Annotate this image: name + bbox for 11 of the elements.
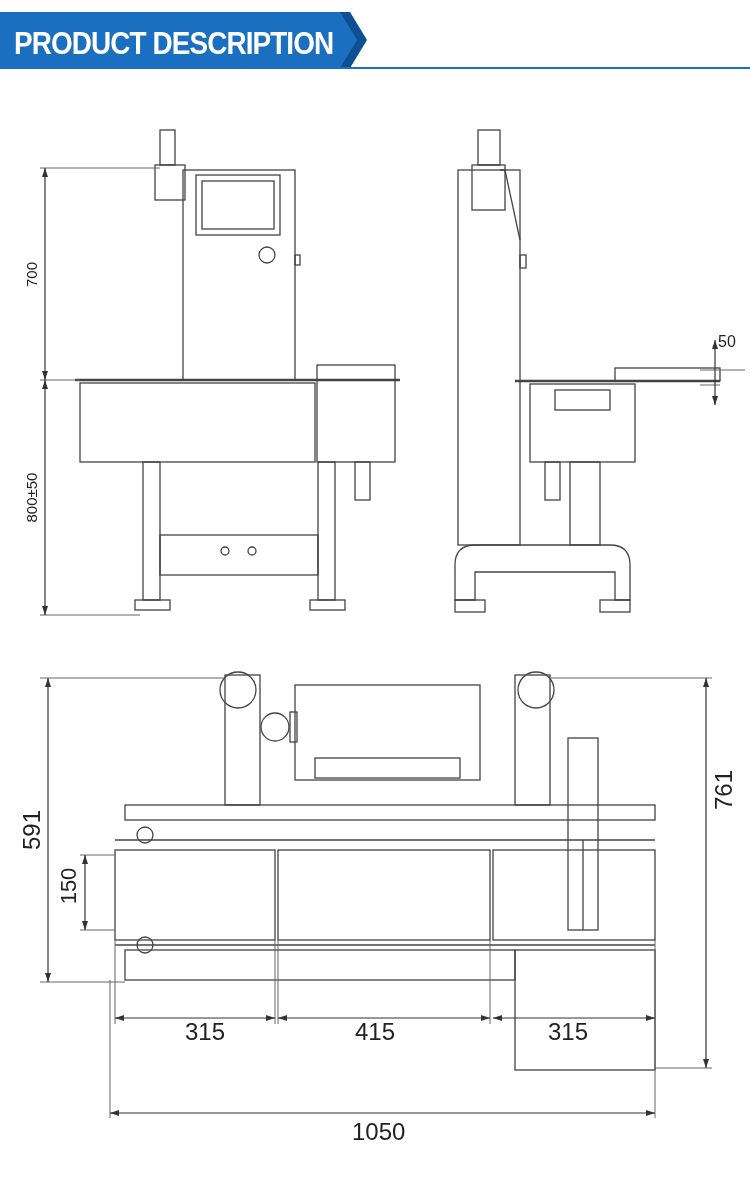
dimension-text: 700 bbox=[24, 261, 39, 287]
dimension-text: 315 bbox=[548, 1020, 589, 1044]
dimension-text: 315 bbox=[185, 1020, 226, 1044]
dimension-text: 761 bbox=[712, 770, 736, 810]
page-title: PRODUCT DESCRIPTION bbox=[14, 28, 334, 59]
dimension-text: 415 bbox=[355, 1020, 396, 1044]
dimension-text: 800±50 bbox=[24, 472, 39, 522]
dimension-text: 591 bbox=[20, 810, 44, 850]
dimension-text: 50 bbox=[718, 334, 736, 350]
dimension-text: 150 bbox=[57, 867, 80, 905]
dimension-text: 1050 bbox=[352, 1120, 406, 1144]
